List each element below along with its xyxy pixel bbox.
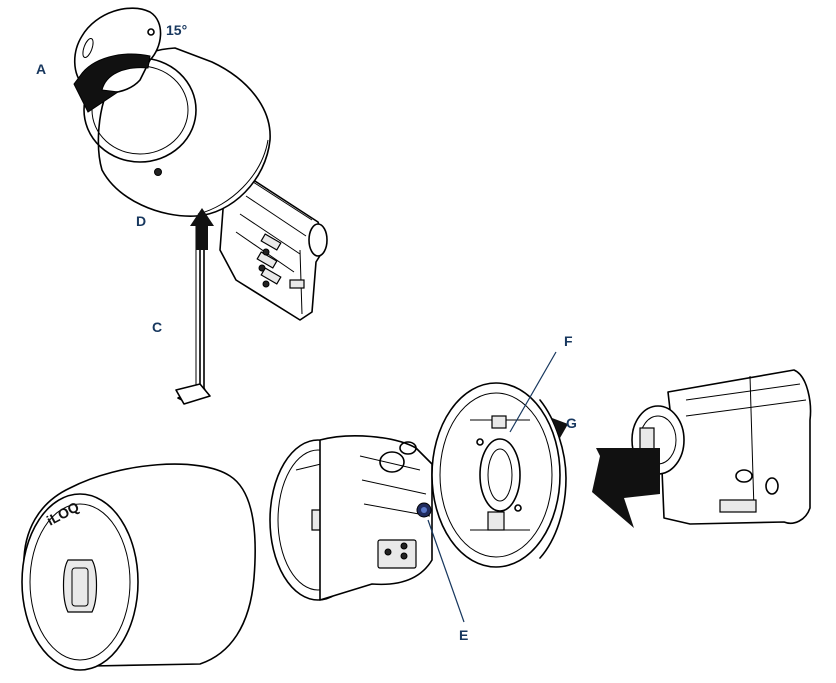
callout-g: G xyxy=(566,415,577,431)
mounting-ring xyxy=(431,382,568,568)
callout-a: A xyxy=(36,61,46,77)
cylinder-mechanism xyxy=(219,169,328,321)
push-up-arrow-icon xyxy=(190,208,214,250)
cylinder-housing xyxy=(83,47,271,217)
callout-e: E xyxy=(459,627,468,643)
callout-f-leader xyxy=(509,351,557,433)
angle-label: 15° xyxy=(166,22,187,38)
outer-cover: iLOQ xyxy=(21,463,256,671)
ring-rotation-arrow-icon xyxy=(552,418,568,438)
callout-d: D xyxy=(136,213,146,229)
callout-f: F xyxy=(564,333,573,349)
callout-c: C xyxy=(152,319,162,335)
upper-cylinder-assembly xyxy=(73,7,328,405)
electronic-module xyxy=(269,435,433,601)
rotation-arrow-icon xyxy=(73,53,151,113)
insert-arrow-icon xyxy=(592,448,660,528)
key-cylinder xyxy=(631,369,812,525)
callout-e-leader xyxy=(427,519,465,623)
